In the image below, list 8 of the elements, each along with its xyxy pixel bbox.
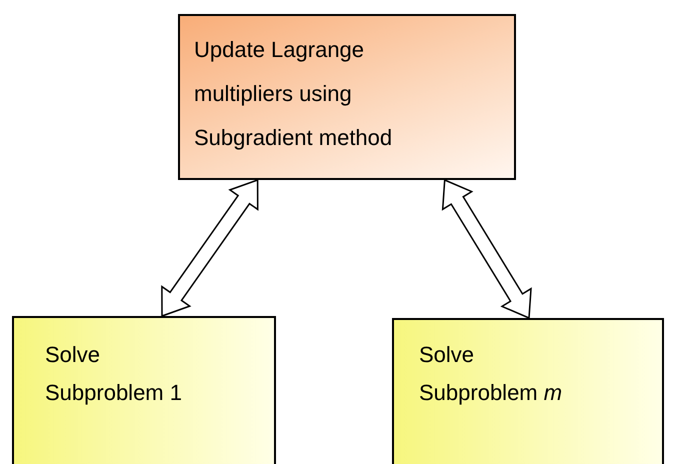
node-label: Solve Subproblem m [419,341,564,407]
double-arrow [442,178,532,320]
node-label: Solve Subproblem 1 [45,341,183,407]
process-box [392,318,664,464]
node-label: Update Lagrange multipliers using Subgradient method [194,36,394,152]
process-box [12,316,276,464]
double-arrow [161,178,258,318]
process-box [178,14,516,180]
